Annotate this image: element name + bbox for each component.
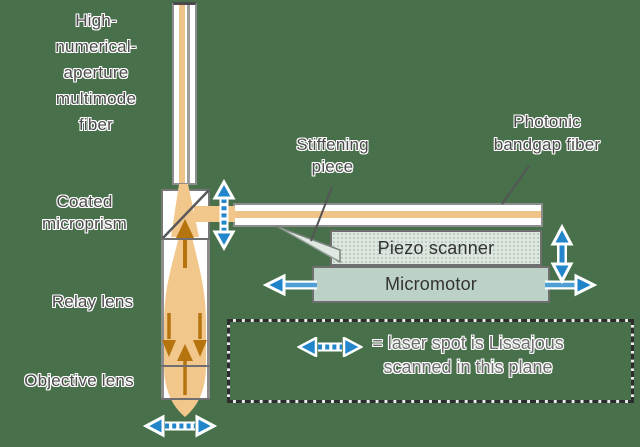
micromotor-left-arrow xyxy=(262,273,317,297)
legend-text: = laser spot is Lissajous scanned in thi… xyxy=(372,333,564,377)
coated-microprism-box xyxy=(161,189,210,240)
micromotor-right-arrow xyxy=(545,273,598,297)
legend-box: = laser spot is Lissajous scanned in thi… xyxy=(227,319,634,403)
piezo-scanner-box: Piezo scanner xyxy=(330,230,542,266)
lissajous-arrow-icon xyxy=(297,337,364,357)
scan-plane-arrow-objective xyxy=(142,414,218,438)
photonic-bandgap-fiber-body xyxy=(233,203,543,227)
label-photonic-bandgap-fiber: Photonic bandgap fiber xyxy=(493,112,601,154)
piezo-vertical-arrow xyxy=(550,223,574,285)
fiber-cladding-line xyxy=(187,5,190,183)
fiber-core-stripe xyxy=(179,5,185,183)
micromotor-box: Micromotor xyxy=(312,266,550,303)
relay-lens-tube xyxy=(161,238,210,400)
label-coated-microprism: Coated microprism xyxy=(41,192,128,233)
micromotor-label: Micromotor xyxy=(384,274,477,294)
label-stiffening-piece: Stiffening piece xyxy=(296,135,369,176)
piezo-scanner-label: Piezo scanner xyxy=(377,237,495,258)
multimode-fiber xyxy=(172,2,197,185)
scan-plane-arrow-prism xyxy=(212,178,236,252)
bandgap-fiber-core-stripe xyxy=(235,211,541,218)
label-high-na-fiber: High- numerical- aperture multimode fibe… xyxy=(55,11,137,134)
label-relay-lens: Relay lens xyxy=(51,292,134,311)
label-objective-lens: Objective lens xyxy=(24,371,134,390)
